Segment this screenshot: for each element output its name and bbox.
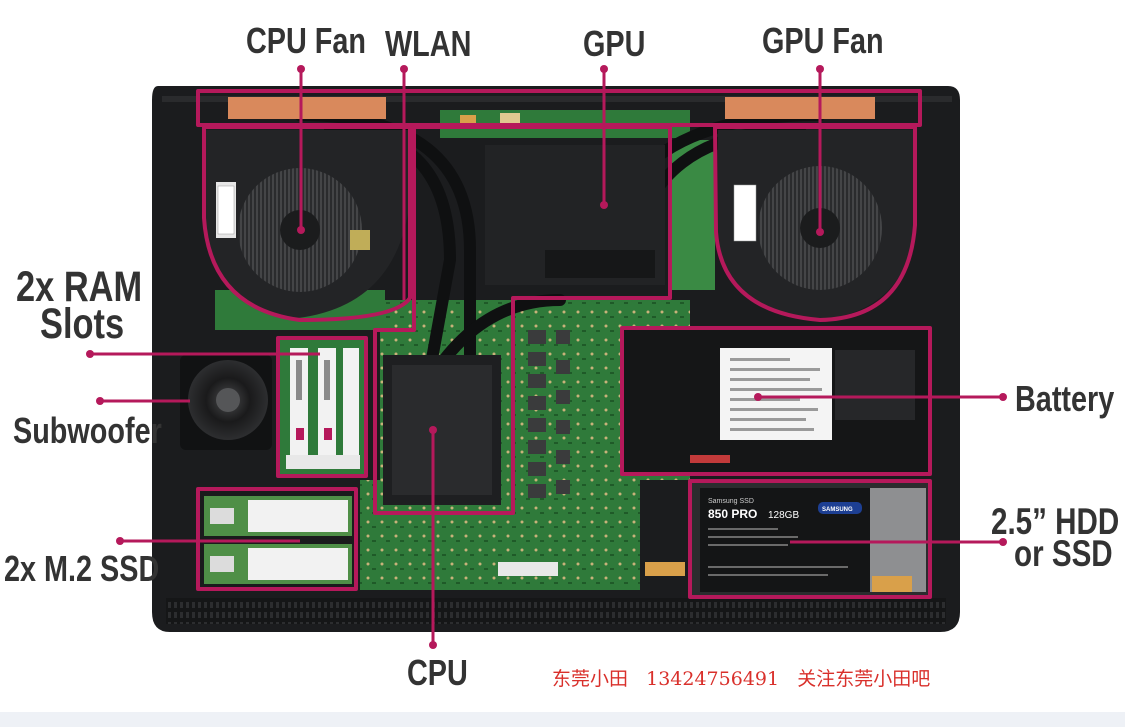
battery-outline [620,326,932,476]
ssd-model-text: 850 PRO [708,507,757,521]
label-wlan: WLAN [385,23,472,64]
label-gpu-fan: GPU Fan [762,20,884,61]
ssd-brand-text: SAMSUNG [822,507,853,513]
ssd-capacity-text: 128GB [768,510,799,521]
hdd-ssd-bay: Samsung SSD 850 PRO 128GB SAMSUNG [692,482,930,596]
label-subwoofer: Subwoofer [13,410,162,451]
label-hdd-line1: 2.5” HDD [991,501,1120,542]
cpu-fan-outline [202,125,412,322]
gpu-copper-strip [725,97,875,119]
gpu-fan [718,130,915,320]
leader-lines [90,70,1003,645]
gpu-cpu-heatsink-outline [373,125,672,515]
highlight-outlines [196,89,932,599]
subwoofer [180,355,272,450]
label-cpu-fan: CPU Fan [246,20,367,61]
ssd-type-text: Samsung SSD [708,498,754,505]
label-m2-ssd: 2x M.2 SSD [4,548,160,589]
label-ram-slots-line2: Slots [40,300,125,348]
gpu-fan-outline-shape [713,125,917,322]
label-hdd-line2: or SSD [1014,533,1113,574]
ram-outline [276,336,368,478]
watermark-text: 东莞小田 13424756491 关注东莞小田吧 [552,668,931,690]
label-battery: Battery [1015,378,1115,419]
label-gpu: GPU [583,23,646,64]
battery [624,330,929,472]
leader-dots [86,65,1007,649]
ram-modules [280,340,365,475]
m2-ssd-outline [196,487,358,591]
m2-ssds [198,490,358,588]
cpu-copper-strip [228,97,386,119]
laptop-photo: Samsung SSD 850 PRO 128GB SAMSUNG [86,65,1007,649]
bottom-strip [0,712,1125,727]
hdd-outline [688,479,932,599]
label-cpu: CPU [407,652,468,693]
label-ram-slots-line1: 2x RAM [16,263,143,311]
